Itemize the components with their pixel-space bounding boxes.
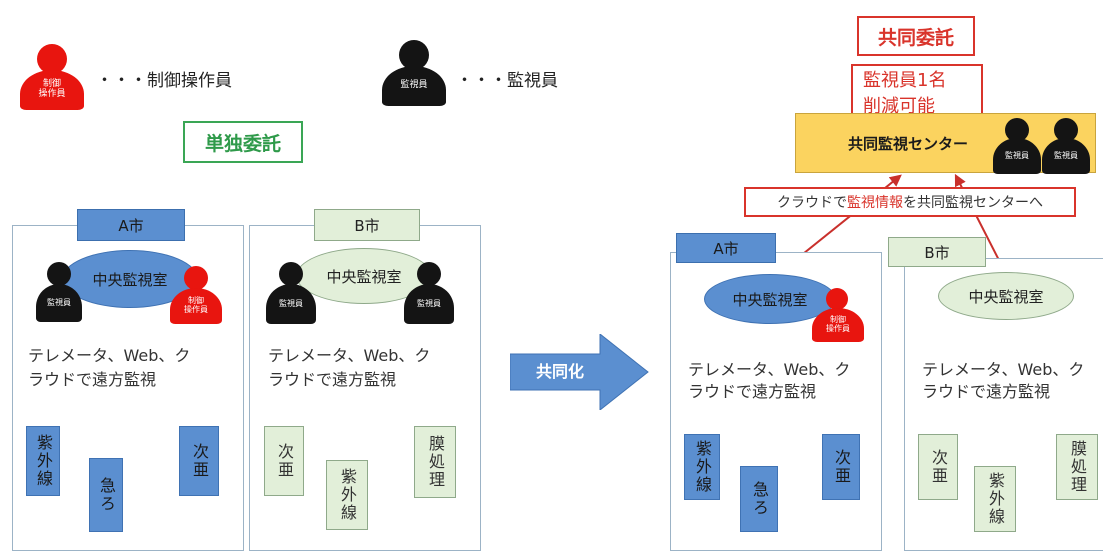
reduction-note-line1: 監視員1名 — [863, 70, 947, 91]
right-city-b-source-2: 紫外線 — [974, 466, 1016, 532]
left-city-a-tele-2: ラウドで遠方監視 — [28, 370, 157, 389]
right-city-a-source-3: 次亜 — [822, 434, 860, 500]
operator-legend-label: ・・・制御操作員 — [96, 71, 232, 91]
left-city-b-monitor-left: 監視員 — [266, 262, 316, 324]
left-city-a-source-1: 紫外線 — [26, 426, 60, 496]
right-city-a-label: A市 — [676, 233, 776, 263]
left-city-a-tele-1: テレメータ、Web、ク — [28, 346, 191, 365]
operator-legend-icon: 制御操作員 — [20, 44, 84, 110]
right-city-a-tele-1: テレメータ、Web、ク — [688, 360, 851, 379]
joint-center-monitor-2-text: 監視員 — [1042, 138, 1090, 174]
single-contract-title: 単独委託 — [183, 121, 303, 163]
joint-monitoring-center: 共同監視センター — [795, 113, 1096, 173]
right-city-a-source-1: 紫外線 — [684, 434, 720, 500]
joint-contract-title: 共同委託 — [857, 16, 975, 56]
monitor-legend-icon-text: 監視員 — [382, 66, 446, 106]
right-city-b-source-3: 膜処理 — [1056, 434, 1098, 500]
left-city-a-source-3: 次亜 — [179, 426, 219, 496]
cloud-note-pre: クラウドで — [777, 195, 847, 211]
left-city-b-monitor-right: 監視員 — [404, 262, 454, 324]
left-city-a-operator: 制御操作員 — [170, 266, 222, 324]
right-city-b-tele-2: ラウドで遠方監視 — [922, 382, 1051, 401]
left-city-b-source-3: 膜処理 — [414, 426, 456, 498]
right-city-b-source-1: 次亜 — [918, 434, 958, 500]
right-city-a-center: 中央監視室 — [704, 274, 836, 324]
joint-arrow-label: 共同化 — [536, 362, 585, 381]
left-city-b-source-1: 次亜 — [264, 426, 304, 496]
right-city-b-tele-1: テレメータ、Web、ク — [922, 360, 1085, 379]
joint-center-monitor-1: 監視員 — [993, 118, 1041, 174]
monitor-legend-icon: 監視員 — [382, 40, 446, 106]
right-city-a-operator: 制御操作員 — [812, 288, 864, 342]
joint-center-monitor-1-text: 監視員 — [993, 138, 1041, 174]
left-city-b-monitor-right-text: 監視員 — [404, 284, 454, 324]
left-city-a-monitor: 監視員 — [36, 262, 82, 322]
right-city-a-tele-2: ラウドで遠方監視 — [688, 382, 817, 401]
left-city-a-source-2: 急ろ — [89, 458, 123, 532]
right-city-a-operator-text: 制御操作員 — [812, 308, 864, 342]
joint-arrow — [510, 334, 649, 410]
right-city-b-center: 中央監視室 — [938, 272, 1074, 320]
reduction-note: 監視員1名 削減可能 — [851, 64, 983, 122]
left-city-b-tele-1: テレメータ、Web、ク — [268, 346, 431, 365]
right-city-b-label: B市 — [888, 237, 986, 267]
monitor-legend-label: ・・・監視員 — [456, 71, 558, 91]
left-city-b-label: B市 — [314, 209, 420, 241]
right-city-a-source-2: 急ろ — [740, 466, 778, 532]
cloud-note-highlight: 監視情報 — [847, 195, 903, 211]
left-city-b-tele-2: ラウドで遠方監視 — [268, 370, 397, 389]
left-city-a-label: A市 — [77, 209, 185, 241]
left-city-a-monitor-text: 監視員 — [36, 284, 82, 322]
cloud-note-post: を共同監視センターへ — [903, 195, 1043, 211]
left-city-b-monitor-left-text: 監視員 — [266, 284, 316, 324]
operator-legend-icon-text: 制御操作員 — [20, 70, 84, 110]
left-city-a-operator-text: 制御操作員 — [170, 288, 222, 324]
reduction-note-line2: 削減可能 — [863, 96, 935, 117]
left-city-b-source-2: 紫外線 — [326, 460, 368, 530]
joint-center-monitor-2: 監視員 — [1042, 118, 1090, 174]
cloud-transfer-note: クラウドで監視情報を共同監視センターへ — [744, 187, 1076, 217]
